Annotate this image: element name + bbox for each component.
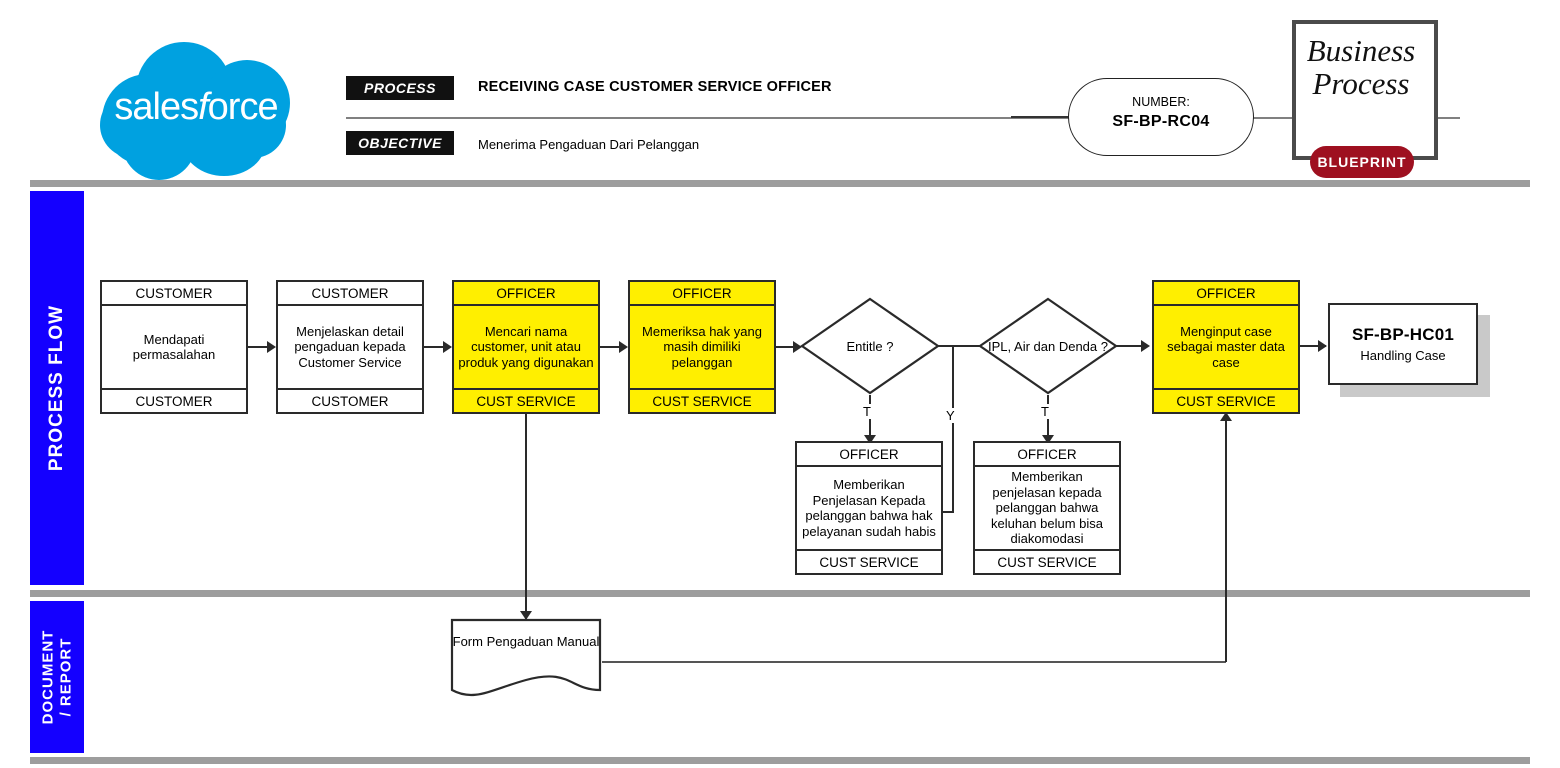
- process-step-box[interactable]: OFFICER Mencari nama customer, unit atau…: [452, 280, 600, 414]
- header-divider: [346, 117, 1460, 119]
- arrow-down-icon: [520, 611, 532, 620]
- arrow-down-icon: [864, 435, 876, 444]
- blueprint-line-1: Business: [1306, 33, 1416, 68]
- decision-label: Entitle ?: [846, 338, 894, 354]
- arrow-right-icon: [619, 341, 628, 353]
- connector-line: [776, 346, 800, 348]
- step-role-footer: CUST SERVICE: [630, 388, 774, 412]
- objective-title: Menerima Pengaduan Dari Pelanggan: [478, 137, 700, 152]
- edge-label-t-2: T: [1040, 404, 1050, 419]
- arrow-right-icon: [1318, 340, 1327, 352]
- step-body-text: Memberikan Penjelasan Kepada pelanggan b…: [802, 477, 936, 539]
- terminal-subtitle: Handling Case: [1360, 348, 1446, 363]
- lane-process-flow-text: PROCESS FLOW: [46, 304, 67, 472]
- edge-label-t-1: T: [862, 404, 872, 419]
- lane-divider-bottom: [30, 757, 1530, 764]
- wordmark-part-2: f: [198, 86, 209, 128]
- process-step-box[interactable]: CUSTOMER Menjelaskan detail pengaduan ke…: [276, 280, 424, 414]
- connector-line: [1300, 345, 1326, 347]
- arrow-up-icon: [1220, 412, 1232, 421]
- arrow-right-icon: [267, 341, 276, 353]
- salesforce-wordmark: salesforce: [96, 88, 296, 126]
- number-value: SF-BP-RC04: [1112, 113, 1210, 130]
- process-step-box[interactable]: OFFICER Memeriksa hak yang masih dimilik…: [628, 280, 776, 414]
- objective-tag: OBJECTIVE: [346, 131, 454, 155]
- step-body-text: Memberikan penjelasan kepada pelanggan b…: [990, 469, 1104, 547]
- step-role-header: OFFICER: [1154, 282, 1298, 306]
- lane-label-document-report: DOCUMENT / REPORT: [30, 601, 84, 753]
- connector-line: [938, 345, 1004, 347]
- connector-line: [1225, 415, 1227, 662]
- step-body-text: Mendapati permasalahan: [132, 331, 216, 363]
- step-role-footer: CUSTOMER: [102, 388, 246, 412]
- diamond-shape-icon: [978, 297, 1118, 395]
- arrow-right-icon: [793, 341, 802, 353]
- terminal-reference-box[interactable]: SF-BP-HC01 Handling Case: [1328, 303, 1478, 385]
- process-step-box[interactable]: CUSTOMER Mendapati permasalahan CUSTOMER: [100, 280, 248, 414]
- step-role-header: CUSTOMER: [278, 282, 422, 306]
- diamond-shape-icon: [800, 297, 940, 395]
- lane-divider-middle: [30, 590, 1530, 597]
- step-role-header: OFFICER: [630, 282, 774, 306]
- logo-cloud-lobe: [100, 92, 286, 158]
- lane-document-report-text: DOCUMENT / REPORT: [39, 629, 75, 725]
- lane-divider-top: [30, 180, 1530, 187]
- step-role-header: OFFICER: [797, 443, 941, 467]
- wordmark-part-3: orce: [207, 86, 279, 128]
- edge-label-y: Y: [945, 408, 956, 423]
- document-shape-icon: [450, 618, 602, 697]
- step-role-header: CUSTOMER: [102, 282, 246, 306]
- step-body-text: Menginput case sebagai master data case: [1167, 323, 1285, 370]
- branch-step-box[interactable]: OFFICER Memberikan penjelasan kepada pel…: [973, 441, 1121, 575]
- step-role-footer: CUST SERVICE: [454, 388, 598, 412]
- step-body-text: Menjelaskan detail pengaduan kepada Cust…: [294, 323, 406, 370]
- terminal-code: SF-BP-HC01: [1351, 325, 1455, 344]
- blueprint-script-text: Business Process: [1292, 34, 1430, 100]
- decision-diamond[interactable]: IPL, Air dan Denda ?: [978, 297, 1118, 395]
- step-role-footer: CUSTOMER: [278, 388, 422, 412]
- arrow-right-icon: [443, 341, 452, 353]
- process-title: RECEIVING CASE CUSTOMER SERVICE OFFICER: [478, 79, 832, 95]
- blueprint-frame: [1292, 20, 1438, 160]
- connector-line: [952, 345, 954, 512]
- salesforce-logo: salesforce: [96, 32, 296, 180]
- document-header: salesforce PROCESS RECEIVING CASE CUSTOM…: [0, 0, 1560, 180]
- connector-line: [600, 346, 626, 348]
- branch-step-box[interactable]: OFFICER Memberikan Penjelasan Kepada pel…: [795, 441, 943, 575]
- step-role-footer: CUST SERVICE: [1154, 388, 1298, 412]
- step-role-footer: CUST SERVICE: [797, 549, 941, 573]
- business-process-blueprint-logo: Business Process BLUEPRINT: [1292, 20, 1438, 178]
- number-connector-line: [1011, 116, 1071, 118]
- number-label: NUMBER:: [1132, 95, 1190, 109]
- decision-label: IPL, Air dan Denda ?: [988, 338, 1108, 354]
- connector-line: [525, 414, 527, 622]
- process-step-box[interactable]: OFFICER Menginput case sebagai master da…: [1152, 280, 1300, 414]
- wordmark-part-1: sales: [114, 86, 199, 128]
- document-label: Form Pengaduan Manual: [452, 634, 600, 649]
- step-body-text: Memeriksa hak yang masih dimiliki pelang…: [642, 323, 762, 370]
- document-shape[interactable]: Form Pengaduan Manual: [450, 618, 602, 702]
- connector-line: [248, 346, 274, 348]
- arrow-down-icon: [1042, 435, 1054, 444]
- step-role-header: OFFICER: [975, 443, 1119, 467]
- connector-line: [424, 346, 450, 348]
- connector-line: [1116, 345, 1148, 347]
- step-body-text: Mencari nama customer, unit atau produk …: [458, 323, 594, 370]
- step-role-footer: CUST SERVICE: [975, 549, 1119, 573]
- process-tag: PROCESS: [346, 76, 454, 100]
- document-number-badge: NUMBER: SF-BP-RC04: [1068, 78, 1254, 156]
- connector-line: [602, 661, 1226, 663]
- blueprint-line-2: Process: [1312, 66, 1410, 101]
- connector-line: [938, 511, 954, 513]
- step-role-header: OFFICER: [454, 282, 598, 306]
- decision-diamond[interactable]: Entitle ?: [800, 297, 940, 395]
- blueprint-ribbon: BLUEPRINT: [1310, 146, 1414, 178]
- lane-label-process-flow: PROCESS FLOW: [30, 191, 84, 585]
- arrow-right-icon: [1141, 340, 1150, 352]
